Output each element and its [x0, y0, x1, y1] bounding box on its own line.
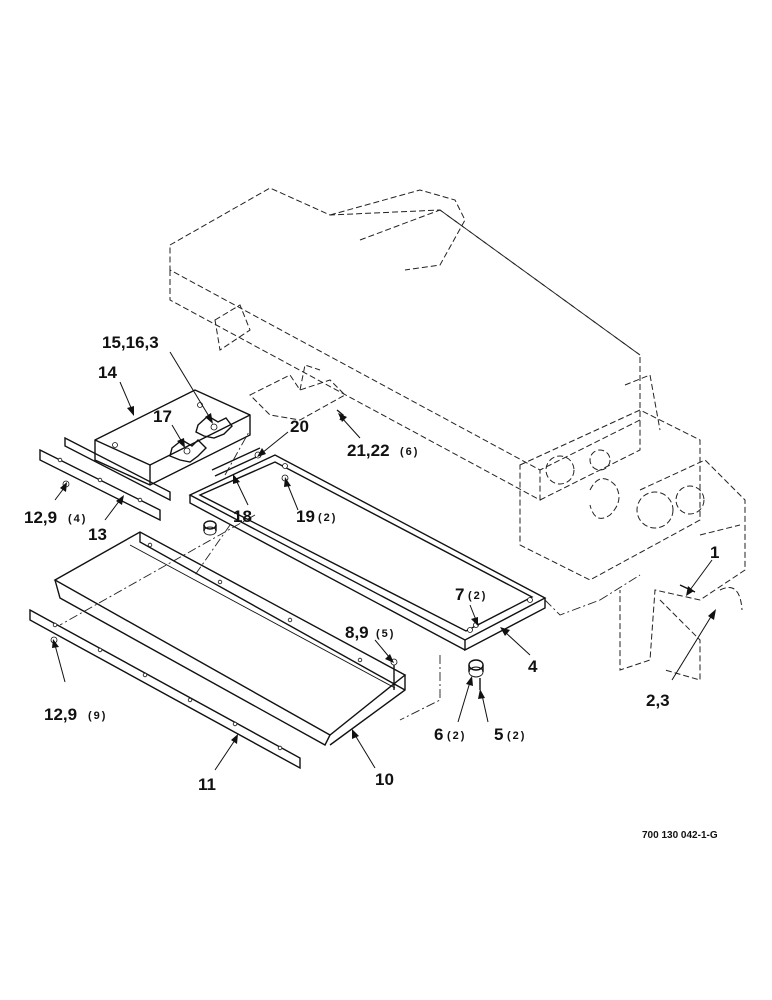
callout-8-9: 8,9 [345, 623, 369, 642]
callout-6-qty: (2) [447, 730, 466, 742]
leader-lines [52, 351, 716, 771]
part-11-strip [29, 608, 301, 770]
assembly-lines [59, 429, 641, 721]
callout-12-9-lower-qty: (9) [88, 710, 107, 722]
callout-6: 6 [434, 725, 443, 744]
callout-2-3: 2,3 [646, 691, 670, 710]
callout-18: 18 [233, 507, 252, 526]
callout-7-qty: (2) [468, 590, 487, 602]
frame-phantom [169, 187, 746, 681]
callout-1: 1 [710, 543, 719, 562]
part-spacer [203, 520, 217, 536]
callout-5: 5 [494, 725, 503, 744]
callout-12-9-upper: 12,9 [24, 508, 57, 527]
part-13-strip [39, 436, 171, 522]
callout-13: 13 [88, 525, 107, 544]
callout-15-16-3: 15,16,3 [102, 333, 159, 352]
callout-12-9-upper-qty: (4) [68, 513, 87, 525]
part-10-pan [53, 531, 407, 746]
part-15-knob [195, 415, 233, 439]
callout-21-22: 21,22 [347, 441, 390, 460]
callout-7: 7 [455, 585, 464, 604]
part-17-knob [169, 439, 207, 463]
callout-21-22-qty: (6) [400, 446, 419, 458]
callout-5-qty: (2) [507, 730, 526, 742]
callout-4: 4 [528, 657, 538, 676]
callout-10: 10 [375, 770, 394, 789]
part-4-frame [188, 447, 547, 652]
callout-17: 17 [153, 407, 172, 426]
callout-8-9-qty: (5) [376, 628, 395, 640]
callout-11: 11 [198, 775, 216, 794]
callout-12-9-lower: 12,9 [44, 705, 77, 724]
callout-19-qty: (2) [318, 512, 337, 524]
part-14-shield [94, 389, 251, 486]
callout-14: 14 [98, 363, 117, 382]
callout-20: 20 [290, 417, 309, 436]
callout-labels: 1 2,3 4 5 (2) 6 (2) 7 (2) 8,9 (5) 10 11 … [24, 333, 719, 841]
drawing-number: 700 130 042-1-G [642, 830, 718, 841]
callout-19: 19 [296, 507, 315, 526]
